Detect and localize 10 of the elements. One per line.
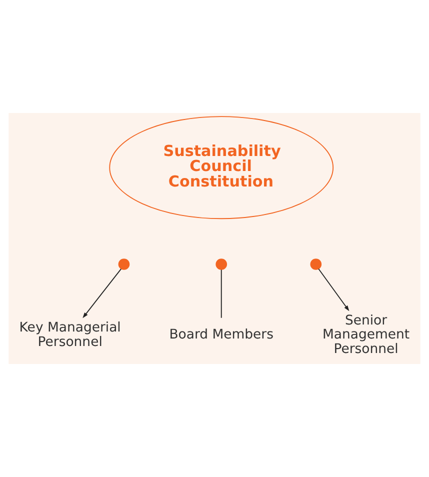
node-text: Key Managerial Personnel <box>19 320 121 350</box>
arrow <box>318 268 350 312</box>
connector <box>220 269 222 318</box>
node-ellipse: Sustainability Council Constitution <box>109 116 334 220</box>
node-circle <box>310 258 322 270</box>
arrow <box>82 268 122 318</box>
node-circle <box>216 258 228 270</box>
node-text: Board Members <box>169 328 274 343</box>
node-text: Senior Management Personnel <box>322 313 410 357</box>
node-circle <box>118 258 130 270</box>
